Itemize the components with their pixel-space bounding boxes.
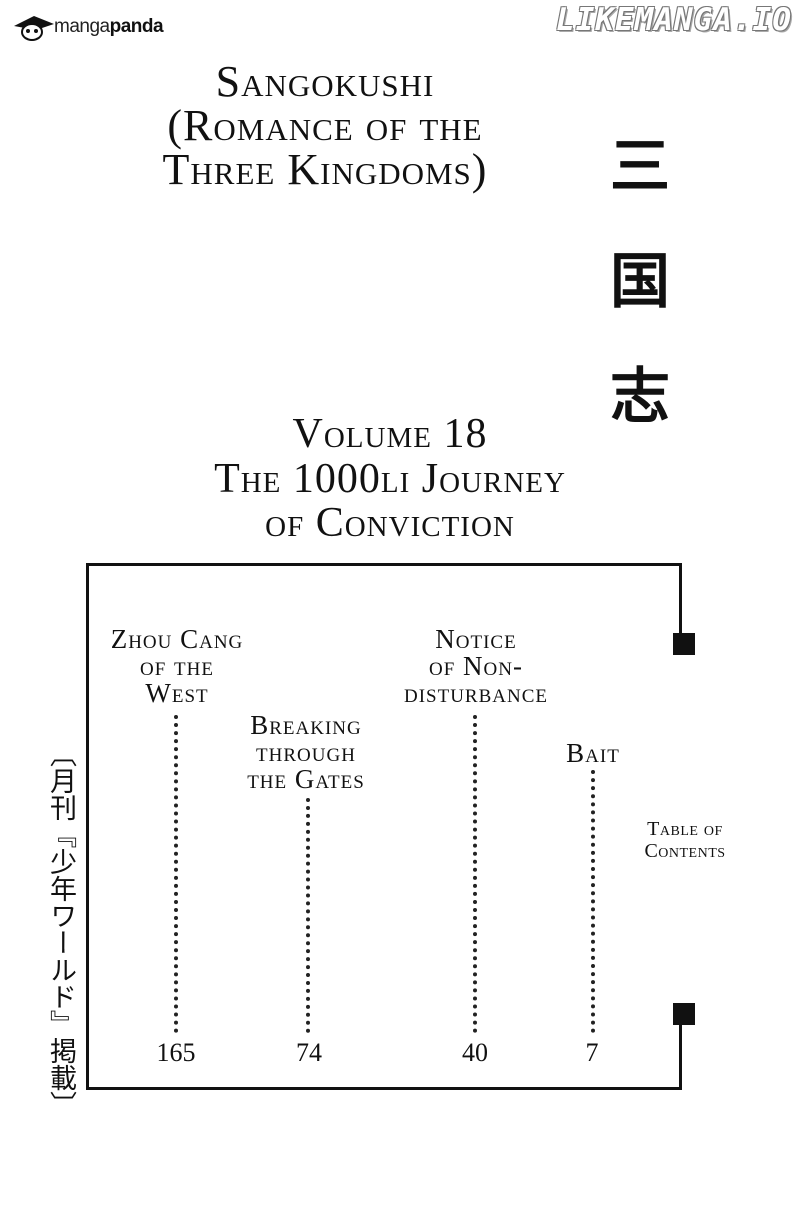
title-line-3: Three Kingdoms) [162, 145, 488, 194]
panda-hat-icon [14, 16, 54, 41]
toc-frame [86, 563, 681, 1090]
leader-dots [306, 798, 310, 1033]
chapter-title-zhou-cang: Zhou Cang of the West [88, 626, 266, 707]
leader-dots [591, 770, 595, 1033]
kanji-char: 国 [610, 247, 670, 317]
page-number: 40 [462, 1038, 488, 1067]
toc-label: Table of Contents [615, 818, 755, 862]
toc-label-line: Table of [647, 818, 723, 840]
leader-dots [473, 715, 477, 1033]
chapter-title-bait: Bait [550, 740, 636, 767]
chapter-title-line: Breaking [250, 710, 362, 740]
title-line-1: Sangokushi [215, 57, 435, 106]
kanji-char: 三 [610, 132, 670, 202]
title-line-2: (Romance of the [167, 101, 483, 150]
chapter-title-line: disturbance [403, 678, 548, 708]
toc-frame-right-top [679, 563, 682, 633]
toc-frame-right-bottom [679, 1025, 682, 1090]
site-watermark: LIKEMANGA.IO [556, 2, 792, 38]
mangapanda-logo: mangapanda [12, 10, 187, 44]
page-number: 74 [296, 1038, 322, 1067]
square-marker-top [673, 633, 695, 655]
page-number: 7 [585, 1038, 599, 1067]
main-title: Sangokushi (Romance of the Three Kingdom… [100, 60, 550, 192]
chapter-title-line: Bait [566, 738, 620, 768]
logo-text: mangapanda [54, 16, 164, 37]
chapter-title-line: West [145, 678, 209, 708]
chapter-title-line: Notice [435, 624, 517, 654]
kanji-title: 三 国 志 [600, 110, 680, 455]
kanji-char: 志 [610, 362, 670, 432]
square-marker-bottom [673, 1003, 695, 1025]
page-number: 165 [156, 1038, 196, 1067]
volume-line-1: Volume 18 [292, 411, 488, 457]
chapter-title-breaking-gates: Breaking through the Gates [226, 712, 386, 793]
chapter-title-line: Zhou Cang [110, 624, 244, 654]
leader-dots [174, 715, 178, 1033]
chapter-title-line: through [256, 737, 356, 767]
volume-line-3: of Conviction [265, 500, 515, 547]
chapter-title-line: the Gates [247, 764, 365, 794]
chapter-title-line: of the [140, 651, 214, 681]
toc-label-line: Contents [644, 840, 726, 862]
publication-note: 〔月刊『少年ワールド』掲載〕 [45, 740, 76, 1118]
volume-line-2: The 1000li Journey [214, 455, 566, 502]
volume-heading: Volume 18 The 1000li Journey of Convicti… [100, 412, 680, 546]
chapter-title-line: of Non- [429, 651, 523, 681]
chapter-title-notice: Notice of Non- disturbance [376, 626, 576, 707]
